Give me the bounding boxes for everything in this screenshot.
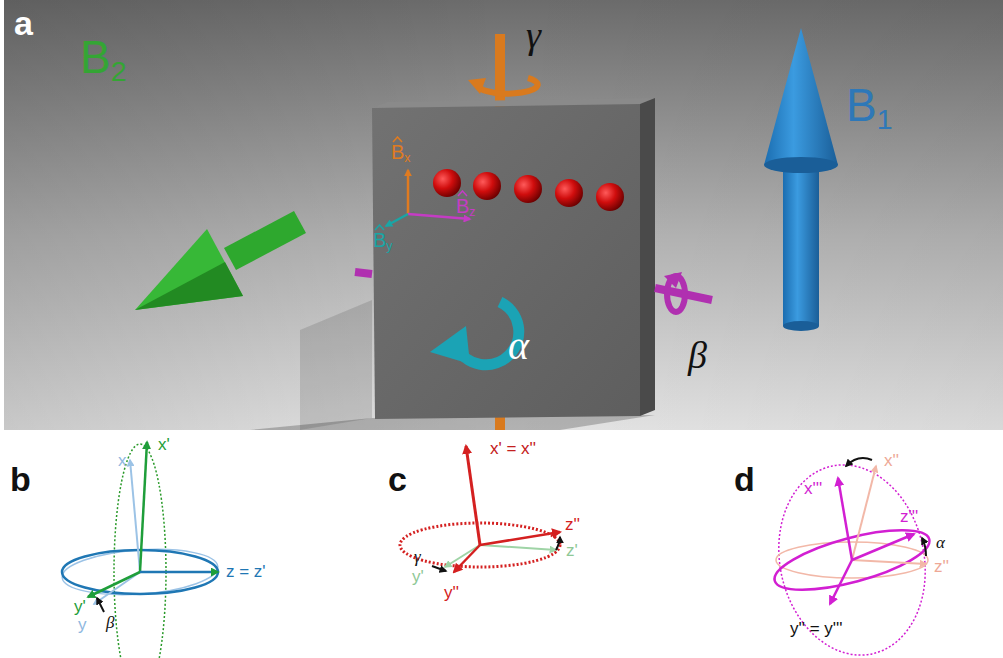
plate (372, 104, 640, 419)
axis-label: y'' (444, 584, 459, 601)
rotation-b (61, 442, 220, 658)
field-label: B1 (846, 82, 893, 128)
ion-spheres (473, 172, 501, 200)
rotation-d (922, 538, 926, 556)
axis-label: z'' (934, 558, 949, 575)
axis-label: Bz (456, 196, 476, 216)
angle-symbol: α (508, 326, 529, 366)
axis-label: y'' = y''' (790, 620, 843, 637)
rotation-b (88, 572, 140, 597)
axis-label: z = z' (226, 563, 266, 580)
rotation-d (762, 451, 943, 658)
hat-accent (458, 191, 467, 196)
rotation-b (94, 572, 140, 604)
local-axes (407, 170, 410, 214)
field-arrow-b1 (783, 160, 819, 326)
orange-rod (468, 78, 486, 94)
field-arrow-b2 (135, 229, 243, 310)
ion-spheres (433, 169, 461, 197)
panel-letter: c (388, 462, 407, 496)
field-arrow-b1 (764, 157, 838, 173)
scene-background (4, 0, 1003, 430)
rotation-d (852, 466, 876, 560)
rotation-b (130, 460, 140, 572)
field-arrow-b1 (764, 28, 838, 165)
angle-symbol: γ (414, 548, 421, 565)
orange-rod (495, 34, 505, 110)
magenta-rod (355, 272, 372, 274)
rotation-b (140, 571, 218, 574)
field-arrow-b1 (764, 28, 838, 331)
scene-background (4, 0, 1003, 430)
axis-label: y' (74, 598, 86, 615)
rotation-d (838, 478, 852, 560)
magenta-rod (355, 272, 712, 312)
angle-symbol: β (106, 614, 114, 631)
scene-background (4, 0, 1003, 430)
hat-accent (457, 190, 468, 197)
axis-label: x (118, 452, 127, 469)
ion-spheres (596, 183, 624, 211)
field-arrow-b2 (135, 262, 243, 310)
rotation-c (556, 537, 560, 550)
rotation-d (852, 560, 926, 564)
hat-accent (392, 136, 403, 143)
panel-letter: d (734, 462, 755, 496)
axis-label: x''' (804, 480, 822, 497)
rotation-b (140, 442, 147, 572)
plate (640, 98, 655, 416)
ion-spheres (514, 175, 542, 203)
hat-accent (375, 225, 384, 230)
alpha-rotation-arrow (430, 302, 519, 365)
axis-label: z''' (900, 508, 918, 525)
angle-symbol: γ (526, 16, 541, 54)
rotation-d (852, 534, 914, 560)
axis-label: z' (566, 542, 578, 559)
field-arrow-b2 (135, 211, 306, 310)
panel-letter: a (14, 6, 33, 40)
local-axes (386, 214, 408, 226)
rotation-c (480, 545, 556, 550)
axis-label: z'' (565, 516, 580, 533)
plate (372, 98, 655, 419)
rotation-d (762, 451, 943, 658)
field-label: B2 (80, 34, 127, 80)
orange-rod (478, 78, 538, 94)
magenta-rod (664, 272, 682, 288)
axis-label: x'' (884, 452, 899, 469)
alpha-rotation-arrow (430, 326, 470, 364)
field-arrow-b1 (783, 321, 819, 331)
panel-letter: b (10, 462, 31, 496)
hat-accent (393, 137, 402, 142)
rotation-c (466, 446, 480, 545)
rotation-c (454, 545, 480, 572)
angle-symbol: β (688, 336, 707, 374)
rotation-c (480, 532, 560, 545)
axis-label: y' (412, 568, 424, 585)
rotation-c (400, 446, 560, 572)
hat-accent (374, 224, 385, 231)
rotation-d (830, 560, 852, 604)
plate-shadow (300, 300, 372, 430)
axis-label: x' = x'' (490, 440, 536, 457)
field-arrow-b2 (224, 211, 306, 270)
rotation-b (97, 598, 104, 612)
rotation-c (432, 566, 446, 571)
rotation-d (846, 458, 872, 466)
ion-spheres (555, 179, 583, 207)
axis-label: By (373, 230, 393, 250)
axis-label: x' (158, 436, 170, 453)
angle-symbol: α (936, 534, 945, 551)
axis-label: Bx (391, 142, 411, 162)
axis-label: y (78, 616, 87, 633)
